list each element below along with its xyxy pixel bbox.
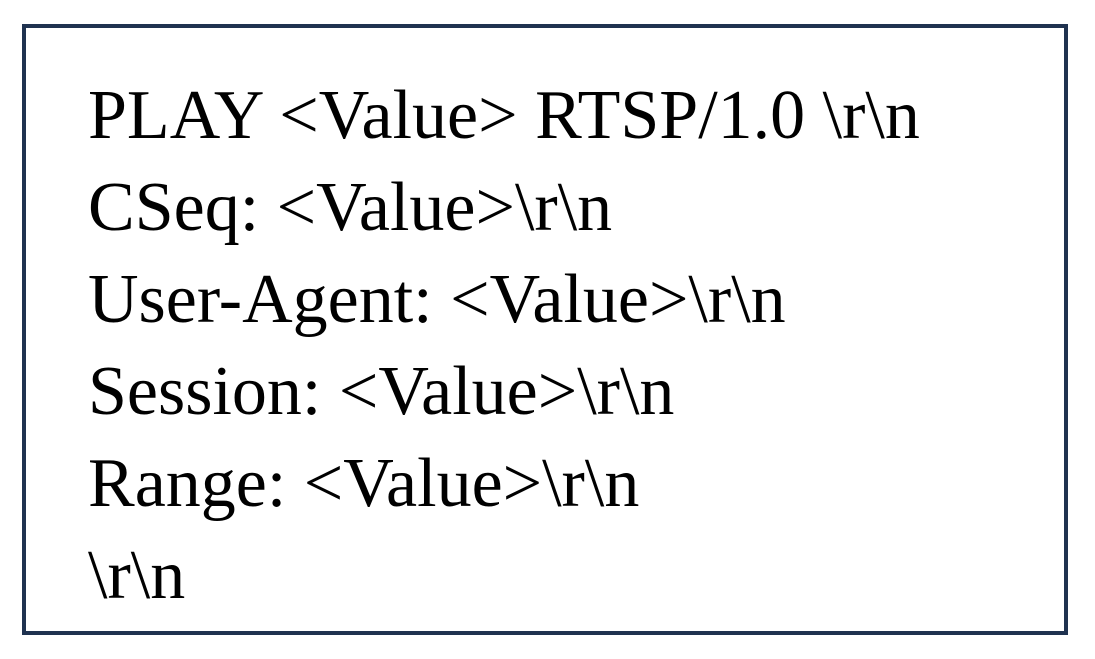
request-line: PLAY <Value> RTSP/1.0 \r\n bbox=[88, 77, 920, 154]
cseq-header-line: CSeq: <Value>\r\n bbox=[88, 169, 613, 246]
session-header-line: Session: <Value>\r\n bbox=[88, 353, 675, 430]
request-lines: PLAY <Value> RTSP/1.0 \r\n CSeq: <Value>… bbox=[88, 70, 920, 622]
range-header-line: Range: <Value>\r\n bbox=[88, 445, 640, 522]
rtsp-play-request-box: PLAY <Value> RTSP/1.0 \r\n CSeq: <Value>… bbox=[22, 24, 1068, 635]
user-agent-header-line: User-Agent: <Value>\r\n bbox=[88, 261, 786, 338]
terminating-crlf-line: \r\n bbox=[88, 537, 186, 614]
